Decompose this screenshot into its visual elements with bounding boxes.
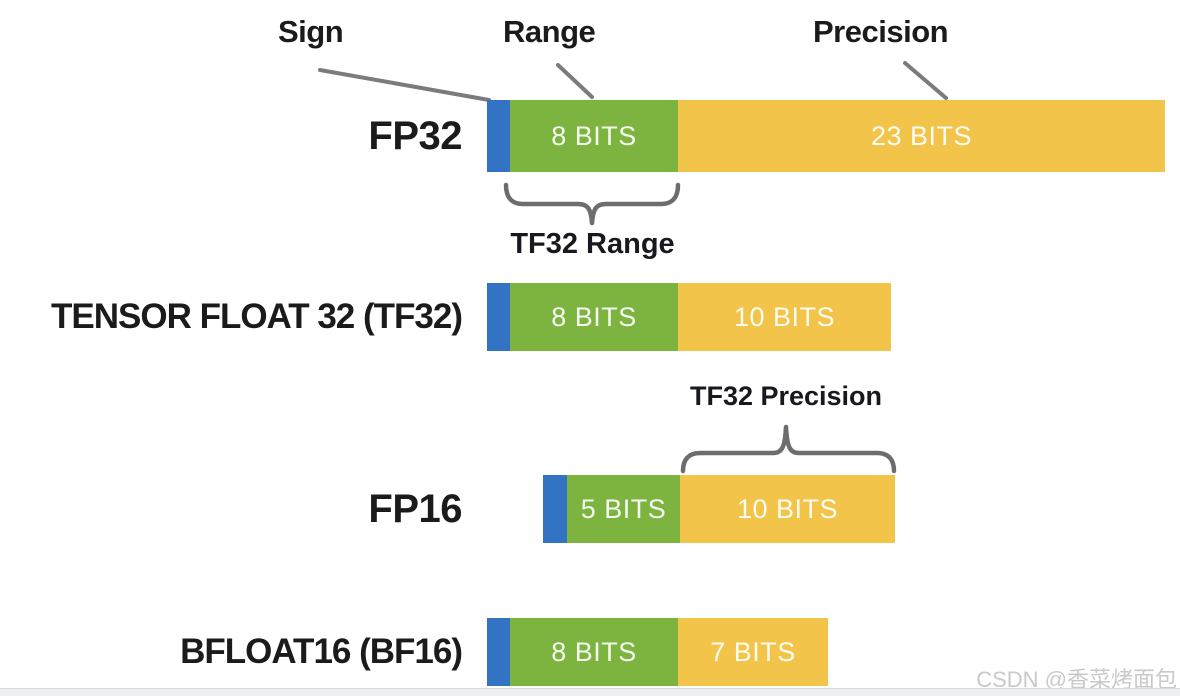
fp32-range-segment: 8 BITS — [510, 100, 678, 172]
fp16-precision-segment: 10 BITS — [680, 475, 895, 543]
tf32-precision-brace — [680, 424, 897, 474]
tf32-precision-segment: 10 BITS — [678, 283, 891, 351]
format-row-fp32: FP32 8 BITS 23 BITS — [0, 100, 1180, 172]
fp16-sign-bit-segment — [543, 475, 567, 543]
fp16-precision-bits-value: 10 BITS — [736, 493, 839, 524]
bf16-range-segment: 8 BITS — [510, 618, 678, 686]
fp32-range-bits-value: 8 BITS — [551, 120, 637, 151]
format-label-bf16: BFLOAT16 (BF16) — [180, 632, 463, 671]
format-row-bf16: BFLOAT16 (BF16) 8 BITS 7 BITS — [0, 618, 1180, 686]
format-label-fp32: FP32 — [368, 113, 462, 158]
format-row-fp16: FP16 5 BITS 10 BITS — [0, 475, 1180, 543]
format-label-tf32: TENSOR FLOAT 32 (TF32) — [51, 297, 463, 336]
sign-legend-label: Sign — [278, 14, 344, 49]
bf16-range-bits-value: 8 BITS — [551, 636, 637, 667]
bottom-page-edge — [0, 688, 1180, 696]
sign-connector-line — [318, 68, 491, 102]
tf32-range-annotation: TF32 Range — [510, 228, 675, 260]
format-row-tf32: TENSOR FLOAT 32 (TF32) 8 BITS 10 BITS — [0, 283, 1180, 351]
range-connector-line — [556, 63, 594, 99]
tf32-range-brace — [503, 182, 681, 226]
tf32-precision-annotation: TF32 Precision — [689, 381, 883, 411]
tf32-range-bits-value: 8 BITS — [551, 301, 637, 332]
fp16-range-bits-value: 5 BITS — [580, 493, 667, 524]
range-legend-label: Range — [503, 14, 596, 49]
bf16-precision-segment: 7 BITS — [678, 618, 828, 686]
tf32-precision-bits-value: 10 BITS — [733, 301, 836, 332]
tf32-range-segment: 8 BITS — [510, 283, 678, 351]
tf32-sign-bit-segment — [487, 283, 510, 351]
bf16-sign-bit-segment — [487, 618, 510, 686]
format-label-fp16: FP16 — [368, 486, 462, 531]
precision-connector-line — [903, 61, 948, 100]
csdn-watermark: CSDN @香菜烤面包 — [976, 667, 1177, 692]
fp32-sign-bit-segment — [487, 100, 510, 172]
fp16-range-segment: 5 BITS — [567, 475, 680, 543]
fp32-precision-bits-value: 23 BITS — [870, 120, 973, 151]
bf16-precision-bits-value: 7 BITS — [710, 636, 796, 667]
fp32-precision-segment: 23 BITS — [678, 100, 1165, 172]
precision-legend-label: Precision — [813, 14, 949, 49]
